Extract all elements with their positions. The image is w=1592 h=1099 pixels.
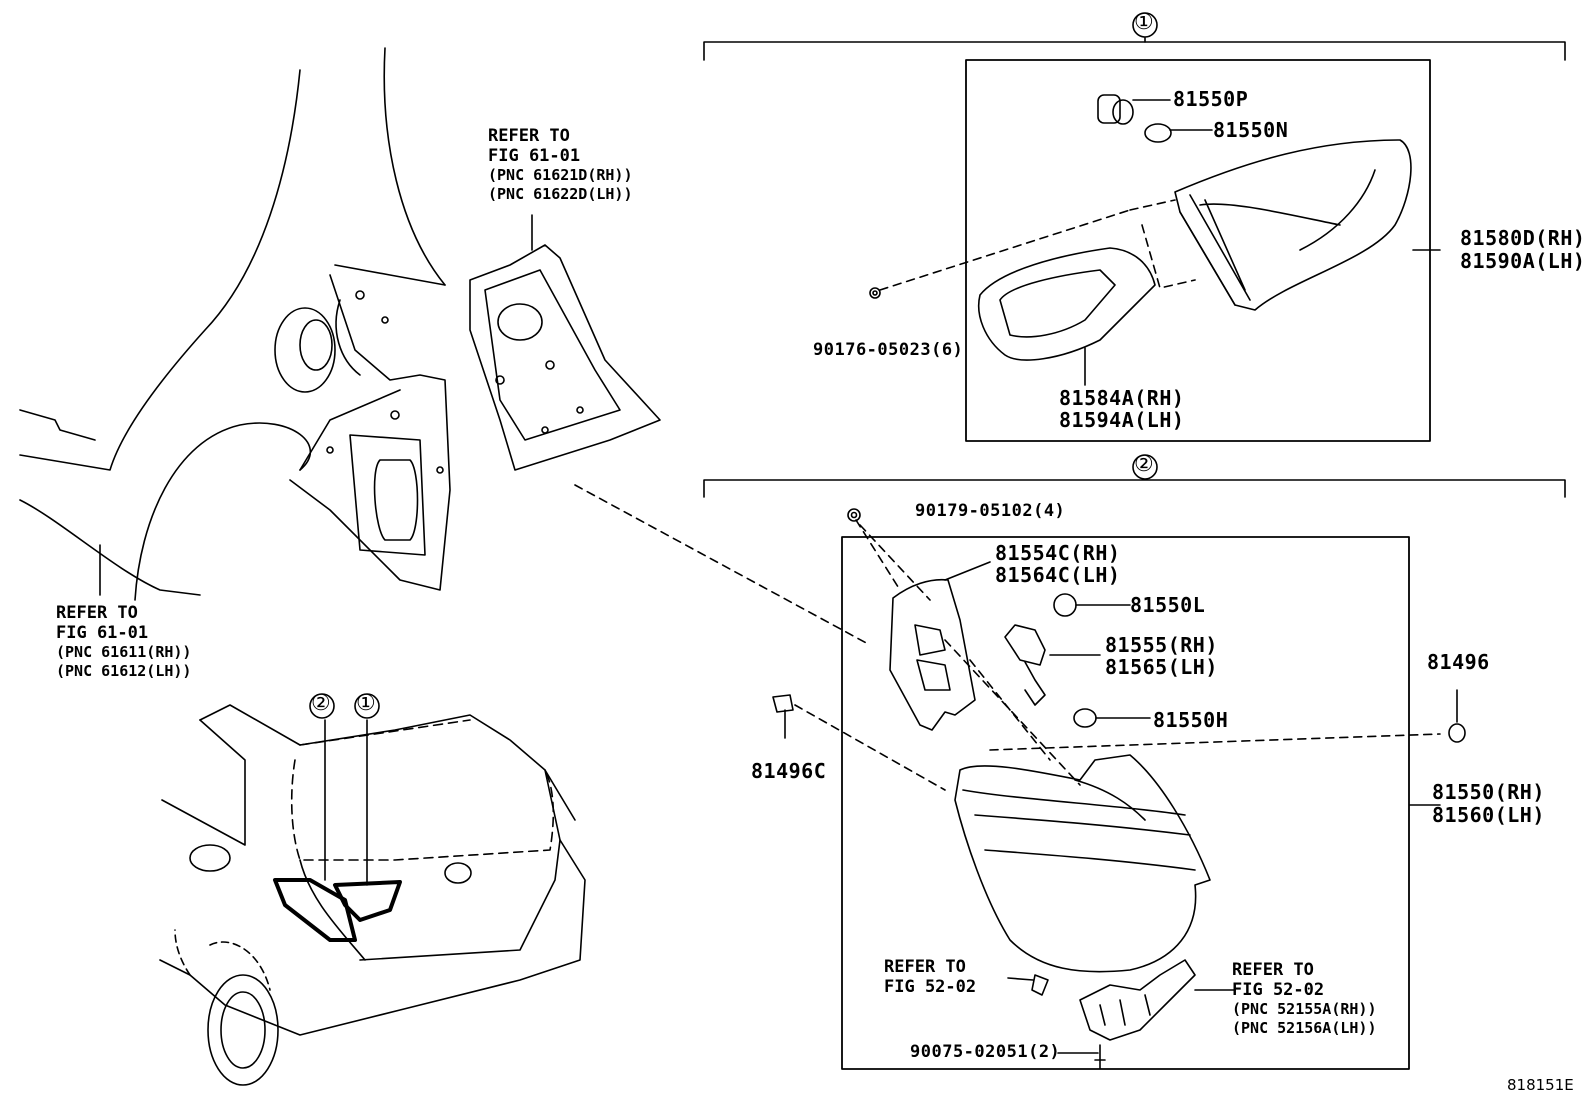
part-81555-rh[interactable]: 81555(RH) [1105, 633, 1218, 657]
ref-top-line2: FIG 61-01 [488, 146, 581, 166]
part-81550-rh[interactable]: 81550(RH) [1432, 780, 1545, 804]
ref-note-top: REFER TO FIG 61-01 (PNC 61621D(RH)) (PNC… [488, 126, 633, 204]
ref-left-line3: (PNC 61611(RH)) [56, 643, 192, 661]
ref-top-line3: (PNC 61621D(RH)) [488, 166, 633, 184]
ref-harness-line3: (PNC 52155A(RH)) [1232, 1000, 1377, 1018]
part-81584A-rh[interactable]: 81584A(RH) [1059, 386, 1185, 410]
ref-bolt-line2: FIG 52-02 [884, 977, 977, 997]
inner-lamp-drawing [869, 94, 1441, 386]
part-81496C[interactable]: 81496C [751, 759, 827, 783]
part-90179-05102[interactable]: 90179-05102(4) [915, 501, 1066, 521]
ref-harness-line2: FIG 52-02 [1232, 980, 1325, 1000]
ref-left-line2: FIG 61-01 [56, 623, 149, 643]
part-81550P[interactable]: 81550P [1173, 87, 1249, 111]
part-81580D-rh[interactable]: 81580D(RH) [1460, 226, 1586, 250]
group-bracket-2 [703, 479, 1566, 498]
part-81590A-lh[interactable]: 81590A(LH) [1460, 249, 1586, 273]
part-81560-lh[interactable]: 81560(LH) [1432, 803, 1545, 827]
part-81594A-lh[interactable]: 81594A(LH) [1059, 408, 1185, 432]
group-bracket-1 [703, 37, 1566, 61]
callout-circle-2 [309, 693, 335, 719]
part-81554C-rh[interactable]: 81554C(RH) [995, 541, 1121, 565]
outer-lamp-drawing [772, 508, 1466, 1069]
group-number-1: ① [1134, 10, 1154, 35]
ref-left-line1: REFER TO [56, 603, 138, 623]
ref-top-line4: (PNC 61622D(LH)) [488, 185, 633, 203]
part-90176-05023[interactable]: 90176-05023(6) [813, 340, 964, 360]
part-81496[interactable]: 81496 [1427, 650, 1490, 674]
ref-bolt-line1: REFER TO [884, 957, 966, 977]
car-rear-drawing [159, 704, 586, 1086]
diagram-id: 818151E [1507, 1076, 1574, 1094]
inner-panel-drawing [469, 214, 661, 471]
box-inner-lamp [965, 59, 1431, 442]
callout-number-1: ① [356, 691, 376, 716]
part-81565-lh[interactable]: 81565(LH) [1105, 655, 1218, 679]
group-circle-1 [1132, 12, 1158, 38]
quarter-panel-drawing [19, 47, 451, 601]
callout-circle-1 [354, 693, 380, 719]
part-81550L[interactable]: 81550L [1130, 593, 1206, 617]
part-81550N[interactable]: 81550N [1213, 118, 1289, 142]
part-90075-02051[interactable]: 90075-02051(2) [910, 1042, 1061, 1062]
group-number-2: ② [1134, 452, 1154, 477]
group-circle-2 [1132, 454, 1158, 480]
ref-note-left: REFER TO FIG 61-01 (PNC 61611(RH)) (PNC … [56, 603, 191, 681]
callout-number-2: ② [311, 691, 331, 716]
box-outer-lamp [841, 536, 1410, 1070]
ref-harness-line1: REFER TO [1232, 960, 1314, 980]
ref-harness-line4: (PNC 52156A(LH)) [1232, 1019, 1377, 1037]
ref-left-line4: (PNC 61612(LH)) [56, 662, 192, 680]
part-81564C-lh[interactable]: 81564C(LH) [995, 563, 1121, 587]
ref-note-harness: REFER TO FIG 52-02 (PNC 52155A(RH)) (PNC… [1232, 960, 1377, 1038]
ref-note-bolt: REFER TO FIG 52-02 [884, 957, 976, 997]
ref-top-line1: REFER TO [488, 126, 570, 146]
part-81550H[interactable]: 81550H [1153, 708, 1229, 732]
